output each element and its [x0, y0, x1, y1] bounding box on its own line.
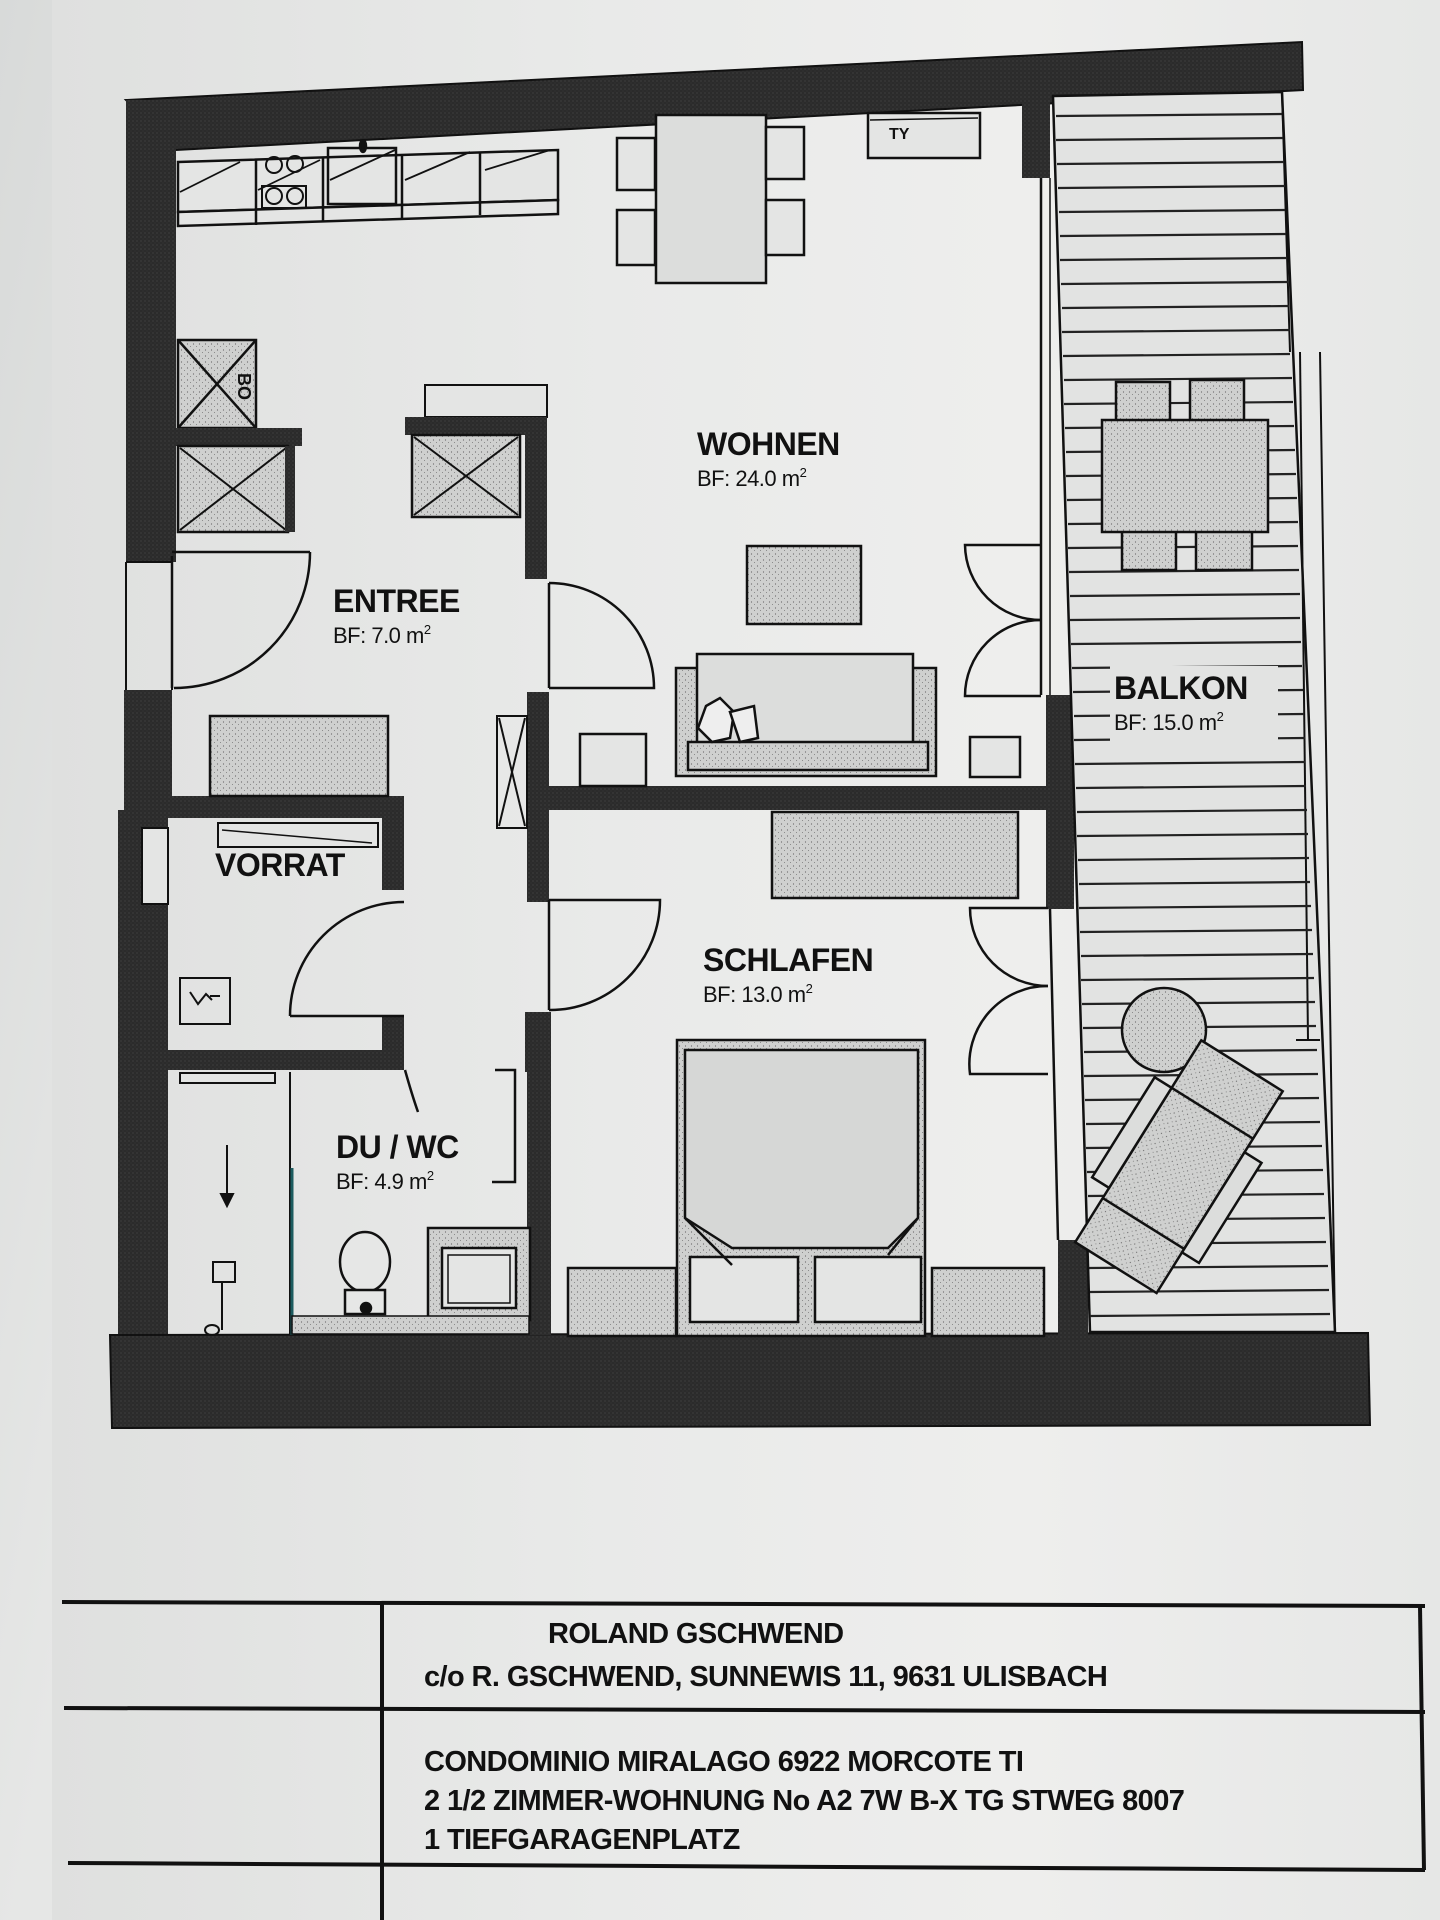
shaft-center: [405, 384, 548, 579]
tv-label: TY: [889, 126, 910, 143]
nightstand-right: [930, 1266, 1046, 1338]
room-area: BF: 4.9 m2: [336, 1168, 434, 1194]
exterior-walls: [108, 40, 1372, 1430]
utility-meter-icon: [179, 977, 231, 1025]
room-label-wohnen: WOHNEN BF: 24.0 m2: [697, 428, 840, 490]
balcony-door-wohnen: [963, 178, 1051, 698]
side-table-left: [578, 732, 648, 788]
room-area: BF: 13.0 m2: [703, 981, 813, 1007]
wardrobe-entree: [208, 714, 390, 798]
title-block-grid: [61, 1600, 1426, 1920]
sink-icon: [326, 138, 398, 206]
room-name: SCHLAFEN: [703, 942, 874, 978]
balcony-lounger: [1073, 1038, 1285, 1295]
interior-walls: [168, 692, 1052, 1335]
washbasin: [426, 1226, 532, 1322]
vorrat-shelf: [217, 822, 379, 848]
room-label-entree: ENTREE BF: 7.0 m2: [333, 585, 460, 647]
room-name: BALKON: [1114, 670, 1248, 706]
tv-cabinet: [866, 111, 982, 160]
room-name: WOHNEN: [697, 426, 840, 462]
door-bathroom: [403, 1068, 517, 1184]
shaft-label: BO: [234, 373, 254, 400]
window-vorrat: [141, 827, 169, 905]
room-area: BF: 7.0 m2: [333, 622, 431, 648]
project-line-2: 2 1/2 ZIMMER-WOHNUNG No A2 7W B-X TG STW…: [424, 1785, 1185, 1817]
double-bed: [675, 1038, 927, 1338]
side-table-right: [968, 735, 1022, 779]
window-entry: [125, 561, 173, 690]
balcony-table-set: [1100, 378, 1270, 572]
shower-area: [179, 1072, 294, 1336]
door-vorrat: [288, 900, 405, 1018]
owner-address: c/o R. GSCHWEND, SUNNEWIS 11, 9631 ULISB…: [424, 1661, 1108, 1693]
shaft-bo: [176, 338, 258, 430]
entry-door: [170, 550, 312, 690]
room-area: BF: 24.0 m2: [697, 465, 807, 491]
balcony-door-schlafen: [968, 906, 1060, 1241]
room-label-vorrat: VORRAT: [215, 849, 345, 881]
room-label-du-wc: DU / WC BF: 4.9 m2: [336, 1131, 459, 1193]
room-label-balkon: BALKON BF: 15.0 m2: [1114, 672, 1248, 734]
room-name: ENTREE: [333, 583, 460, 619]
mirror-cabinet: [496, 715, 528, 829]
room-name: DU / WC: [336, 1129, 459, 1165]
cooktop-icon: [261, 155, 307, 209]
room-area: BF: 15.0 m2: [1114, 709, 1224, 735]
room-name: VORRAT: [215, 847, 345, 883]
door-schlafen: [547, 898, 662, 1012]
toilet: [338, 1230, 392, 1316]
coffee-table: [745, 544, 863, 626]
project-line-1: CONDOMINIO MIRALAGO 6922 MORCOTE TI: [424, 1746, 1024, 1778]
room-label-schlafen: SCHLAFEN BF: 13.0 m2: [703, 942, 874, 1007]
sofa: [674, 652, 938, 778]
wardrobe-schlafen: [770, 810, 1020, 900]
kitchen-counter: [176, 148, 560, 228]
dining-table: [615, 113, 806, 285]
door-wohnen: [547, 581, 656, 690]
nightstand-left: [566, 1266, 678, 1338]
project-line-3: 1 TIEFGARAGENPLATZ: [424, 1824, 740, 1856]
bathroom-floor-strip: [291, 1315, 530, 1335]
owner-name: ROLAND GSCHWEND: [548, 1618, 844, 1650]
shaft-left: [176, 428, 302, 534]
balcony-round-table: [1120, 986, 1208, 1074]
